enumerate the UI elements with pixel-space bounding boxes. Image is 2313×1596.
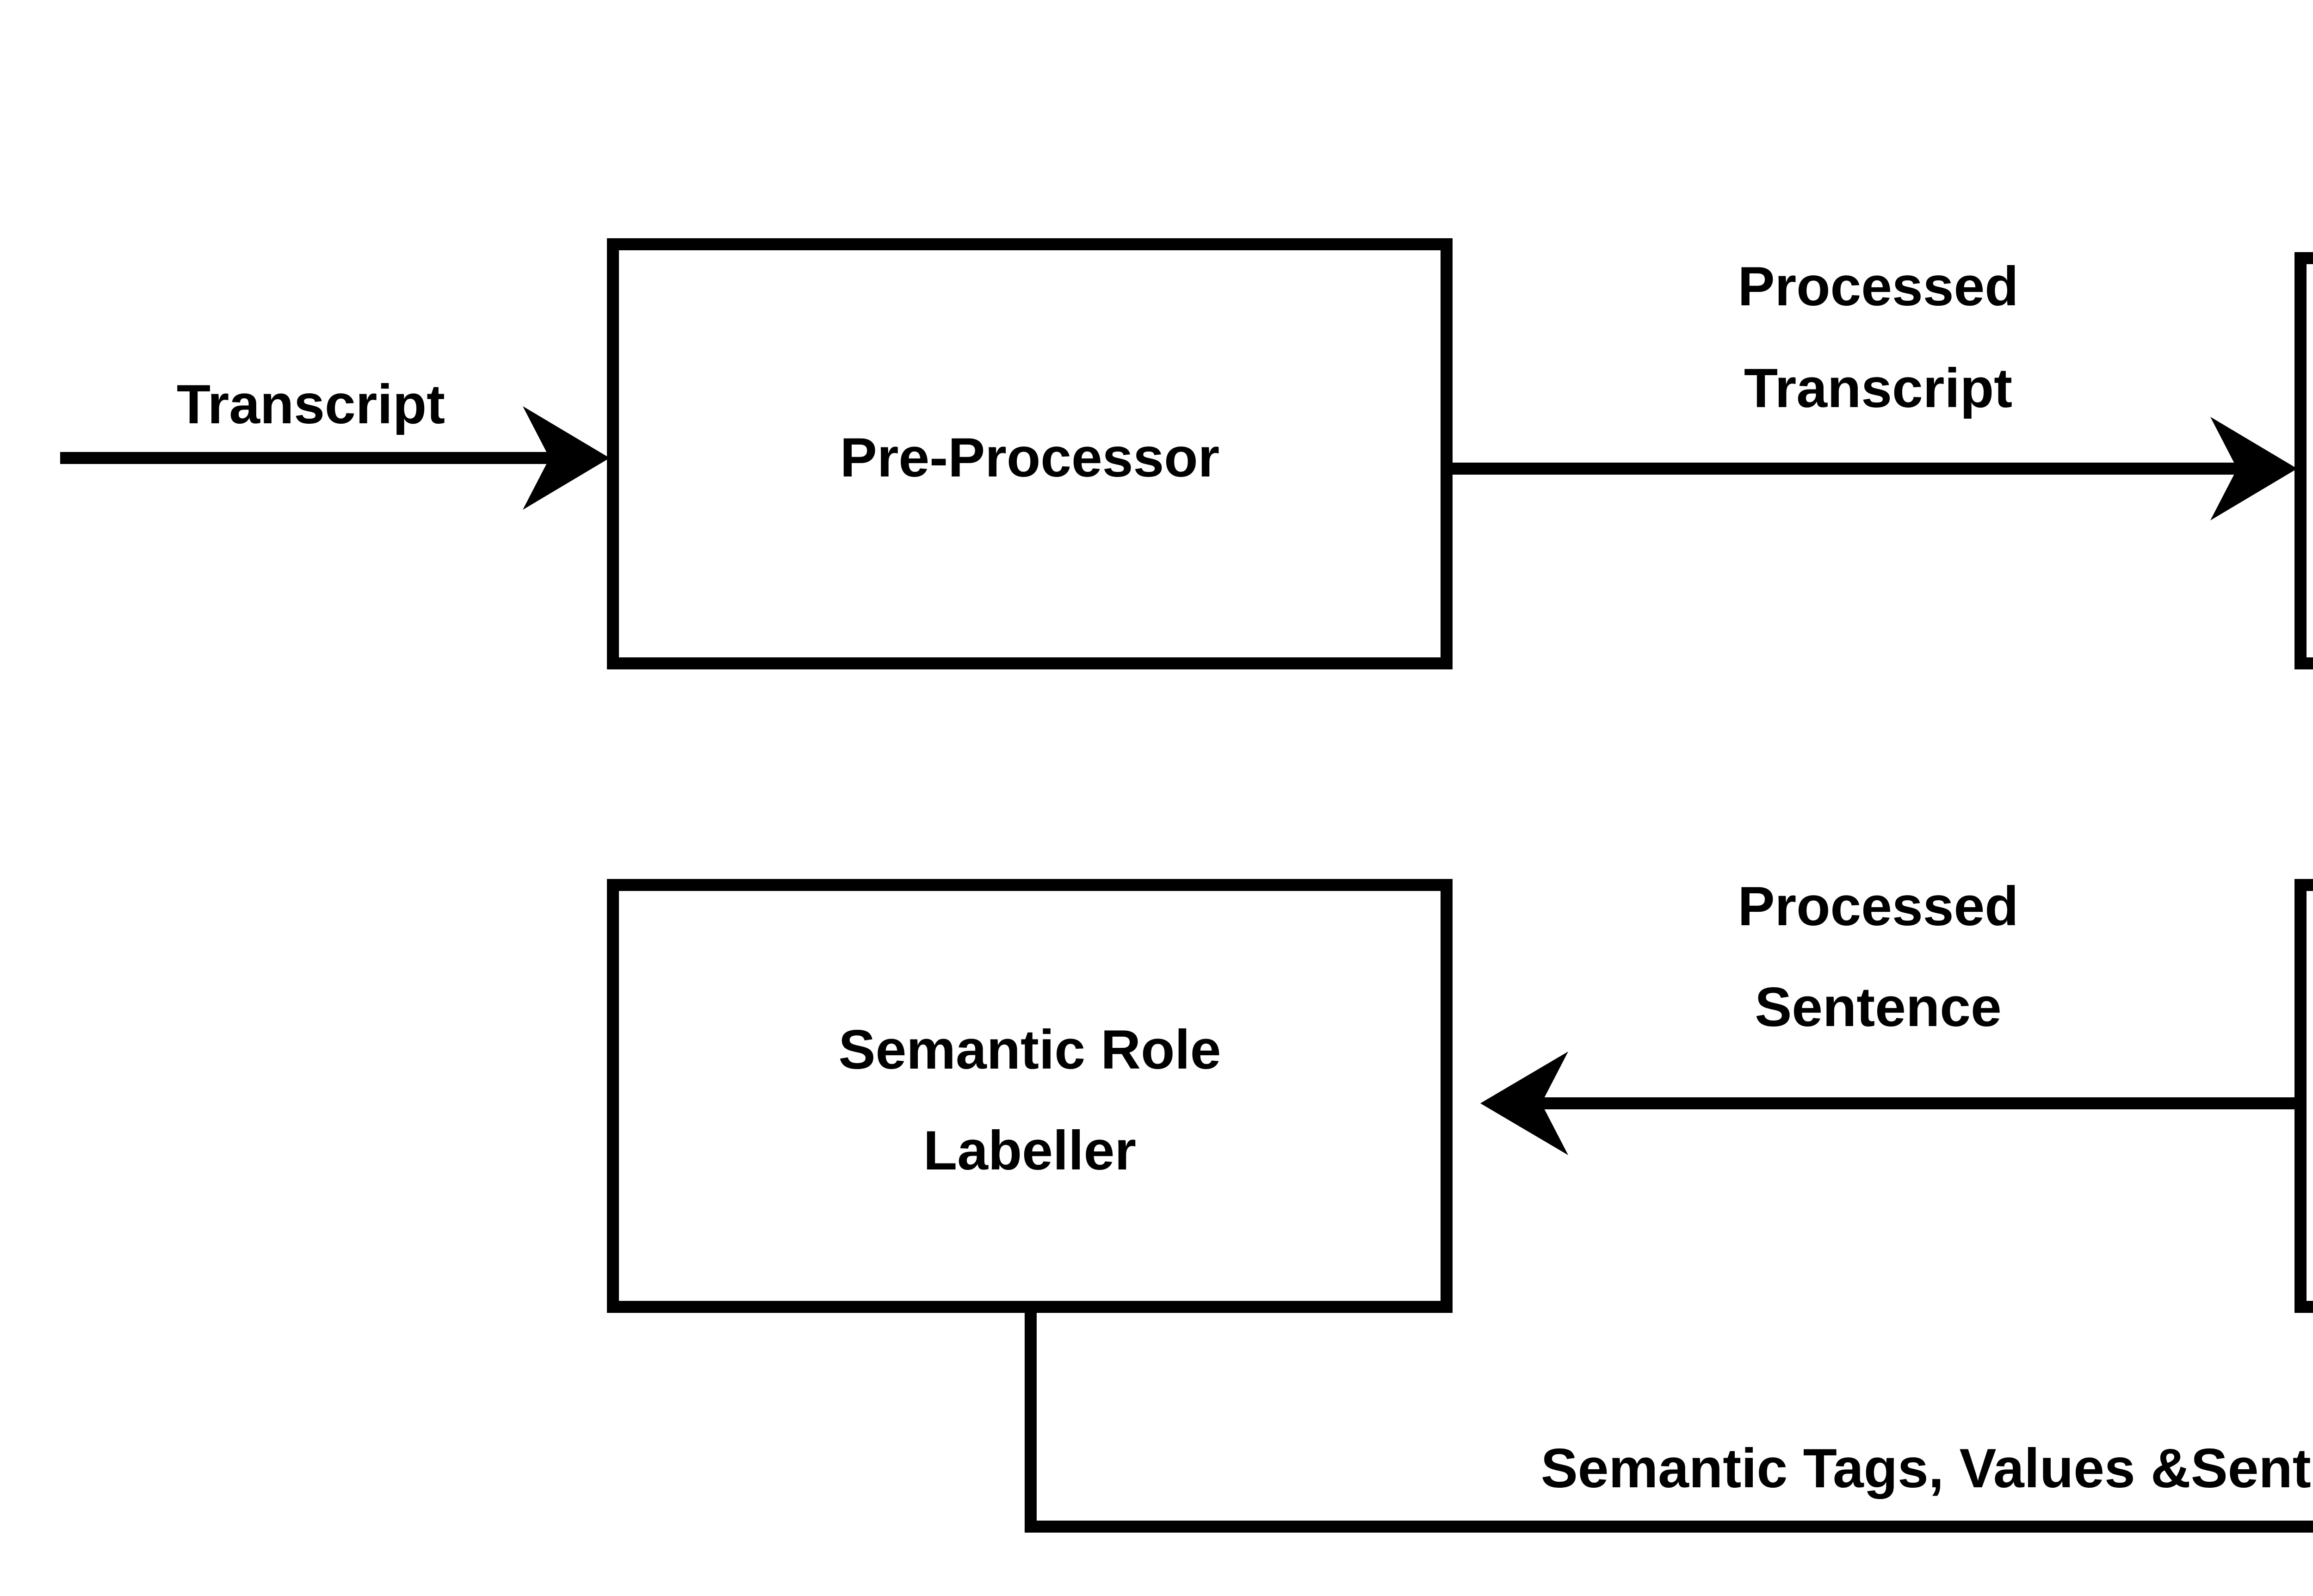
semantic-role-labeller-label-line1: Semantic Role — [839, 1019, 1221, 1081]
node-sentence-pre-processor[interactable]: Sentence Pre- Processor — [2294, 879, 2313, 1313]
semantic-role-labeller-box[interactable] — [607, 879, 1453, 1313]
edge-processed-sentence: Processed Sentence — [1480, 875, 2297, 1155]
pre-processor-box[interactable] — [607, 238, 1453, 669]
node-sentence-segmentor[interactable]: Sentence Segmentor — [2294, 252, 2313, 669]
node-pre-processor[interactable]: Pre-Processor — [607, 238, 1453, 669]
processed-sentence-arrowhead — [1480, 1052, 1568, 1155]
edge-label-processed-sentence-line2: Sentence — [1755, 976, 2002, 1038]
edge-label-processed-transcript-line2: Transcript — [1744, 357, 2012, 419]
input-transcript-arrowhead — [523, 406, 610, 510]
node-semantic-role-labeller[interactable]: Semantic Role Labeller — [607, 879, 1453, 1313]
output-tags-path — [1025, 1307, 2313, 1533]
edge-input-transcript: Transcript — [60, 373, 610, 510]
sentence-pre-processor-box[interactable] — [2294, 879, 2313, 1313]
semantic-role-labeller-label-line2: Labeller — [923, 1120, 1136, 1182]
processed-transcript-arrowhead — [2210, 417, 2297, 520]
sentence-segmentor-box[interactable] — [2294, 252, 2313, 669]
edge-label-processed-sentence-line1: Processed — [1738, 875, 2018, 937]
edge-label-input-transcript: Transcript — [177, 373, 445, 435]
edge-processed-transcript: Processed Transcript — [1453, 255, 2297, 520]
edge-label-processed-transcript-line1: Processed — [1738, 255, 2018, 317]
edge-label-output-tags: Semantic Tags, Values &Sentence — [1541, 1437, 2313, 1499]
pre-processor-label: Pre-Processor — [840, 427, 1219, 489]
edge-output-tags: Semantic Tags, Values &Sentence — [1025, 1307, 2313, 1533]
